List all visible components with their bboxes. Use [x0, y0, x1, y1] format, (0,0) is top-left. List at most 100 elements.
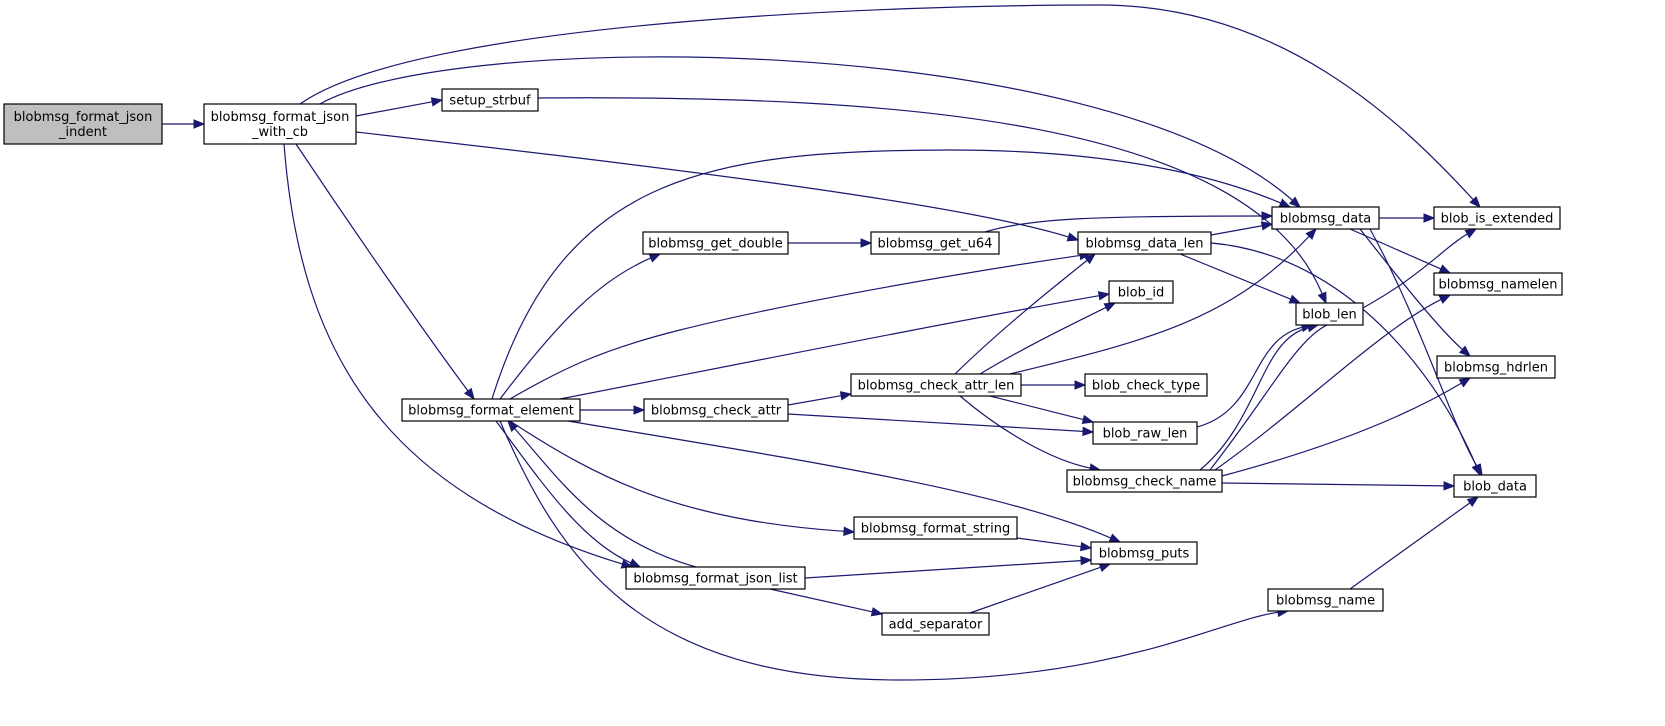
node-label: blob_id: [1118, 286, 1164, 301]
node-blobmsg-data[interactable]: blobmsg_data: [1271, 206, 1380, 230]
node-label: blobmsg_hdrlen: [1444, 361, 1548, 376]
arrowhead: [1097, 291, 1111, 301]
node-label: blobmsg_data_len: [1086, 237, 1204, 252]
edge-line: [959, 395, 1091, 469]
node-setup-strbuf[interactable]: setup_strbuf: [441, 88, 539, 112]
edge-line: [509, 420, 845, 532]
node-blobmsg-hdrlen[interactable]: blobmsg_hdrlen: [1436, 355, 1556, 379]
edge-add_separator-to-blobmsg_puts: [969, 562, 1112, 614]
node-blobmsg-get-u64[interactable]: blobmsg_get_u64: [870, 231, 1000, 255]
edge-line: [567, 420, 1112, 539]
node-box: [642, 231, 789, 255]
node-box: [1084, 373, 1208, 397]
edge-blobmsg_format_json_with_cb-to-blobmsg_data_len: [355, 131, 1080, 242]
arrowhead: [1305, 228, 1317, 240]
node-blob-len[interactable]: blob_len: [1295, 302, 1364, 326]
node-blobmsg-check-attr[interactable]: blobmsg_check_attr: [643, 398, 789, 422]
node-label: blobmsg_puts: [1099, 547, 1190, 562]
node-blobmsg-name[interactable]: blobmsg_name: [1267, 588, 1384, 612]
edge-line: [283, 143, 623, 565]
node-label: _with_cb: [251, 125, 308, 140]
node-box: [881, 612, 990, 636]
edge-line: [1210, 225, 1263, 236]
node-blobmsg-namelen[interactable]: blobmsg_namelen: [1433, 272, 1563, 296]
arrowhead: [1443, 481, 1456, 491]
arrowhead: [1288, 294, 1302, 304]
node-label: blob_is_extended: [1441, 212, 1554, 227]
arrowhead: [1260, 221, 1274, 231]
node-blobmsg-check-name[interactable]: blobmsg_check_name: [1066, 469, 1223, 493]
arrowhead: [843, 526, 856, 537]
node-box: [850, 373, 1022, 397]
node-blobmsg-format-json-indent[interactable]: blobmsg_format_json_indent: [3, 103, 163, 145]
node-blobmsg-data-len[interactable]: blobmsg_data_len: [1077, 231, 1212, 255]
arrowhead: [1438, 294, 1452, 304]
arrowhead: [507, 419, 519, 433]
node-label: blobmsg_get_double: [648, 237, 782, 252]
edge-line: [495, 420, 632, 564]
edge-blobmsg_format_json_with_cb-to-blobmsg_format_json_list: [283, 143, 634, 569]
arrowhead: [633, 405, 646, 415]
node-blob-check-type[interactable]: blob_check_type: [1084, 373, 1208, 397]
edge-line: [299, 4, 1474, 201]
arrowhead: [1108, 533, 1122, 543]
arrowhead: [1423, 213, 1436, 223]
node-blob-id[interactable]: blob_id: [1108, 280, 1174, 304]
arrowhead: [870, 607, 884, 617]
edge-line: [499, 257, 652, 400]
edge-blobmsg_format_json_indent-to-blobmsg_format_json_with_cb: [162, 119, 206, 129]
node-blobmsg-puts[interactable]: blobmsg_puts: [1090, 541, 1198, 565]
edge-line: [1359, 228, 1463, 350]
node-blobmsg-format-json-list[interactable]: blobmsg_format_json_list: [625, 566, 806, 590]
arrowhead: [1261, 211, 1274, 221]
edge-blobmsg_data-to-blob_data: [1369, 228, 1483, 477]
edge-blobmsg_format_json_with_cb-to-blob_is_extended: [299, 4, 1481, 208]
edge-blobmsg_format_element-to-blobmsg_check_attr: [580, 405, 646, 415]
edge-line: [769, 588, 873, 613]
edge-line: [559, 295, 1100, 400]
node-label: blobmsg_data: [1280, 212, 1372, 227]
edge-line: [1199, 326, 1309, 471]
edge-blobmsg_format_json_list-to-blobmsg_puts: [804, 555, 1093, 579]
edge-layer: [162, 4, 1483, 681]
arrowhead: [1098, 562, 1112, 572]
edge-line: [804, 560, 1082, 579]
edge-blobmsg_data-to-blob_is_extended: [1379, 213, 1436, 223]
node-blobmsg-format-json-with-cb[interactable]: blobmsg_format_json_with_cb: [203, 103, 357, 145]
edge-blobmsg_check_name-to-blob_is_extended: [1209, 228, 1478, 471]
edge-blobmsg_check_attr_len-to-blobmsg_data_len: [954, 253, 1097, 375]
node-blob-raw-len[interactable]: blob_raw_len: [1092, 421, 1198, 445]
edge-line: [1179, 253, 1291, 300]
node-blob-data[interactable]: blob_data: [1453, 474, 1537, 498]
node-blobmsg-format-string[interactable]: blobmsg_format_string: [853, 516, 1018, 540]
edge-blobmsg_data-to-blobmsg_hdrlen: [1359, 228, 1472, 357]
edge-line: [491, 149, 1282, 400]
arrowhead: [193, 119, 206, 129]
node-label: _indent: [58, 125, 107, 140]
arrowhead: [1466, 496, 1480, 507]
node-blob-is-extended[interactable]: blob_is_extended: [1433, 206, 1561, 230]
node-add-separator[interactable]: add_separator: [881, 612, 990, 636]
edge-line: [355, 131, 1069, 238]
edge-blobmsg_check_name-to-blob_data: [1221, 481, 1456, 491]
edge-blobmsg_format_string-to-blobmsg_puts: [1016, 537, 1093, 552]
node-blobmsg-get-double[interactable]: blobmsg_get_double: [642, 231, 789, 255]
edge-blobmsg_check_attr_len-to-blob_check_type: [1021, 380, 1087, 390]
edge-line: [787, 413, 1084, 433]
node-box: [1271, 206, 1380, 230]
node-label: blob_len: [1302, 308, 1356, 323]
edge-blobmsg_check_attr-to-blobmsg_check_attr_len: [787, 391, 853, 406]
node-blobmsg-check-attr-len[interactable]: blobmsg_check_attr_len: [850, 373, 1022, 397]
arrowhead: [430, 97, 444, 107]
node-blobmsg-format-element[interactable]: blobmsg_format_element: [401, 398, 581, 422]
node-layer: blobmsg_format_json_indent blobmsg_format…: [3, 88, 1563, 636]
node-box: [203, 103, 357, 145]
node-label: blob_check_type: [1092, 379, 1200, 394]
arrowhead: [1082, 426, 1095, 437]
node-label: blobmsg_format_string: [861, 522, 1010, 537]
node-label: blobmsg_check_attr_len: [858, 379, 1015, 394]
edge-line: [1221, 382, 1462, 477]
edge-line: [954, 259, 1088, 375]
arrowhead: [628, 558, 642, 568]
arrowhead: [1438, 264, 1452, 274]
